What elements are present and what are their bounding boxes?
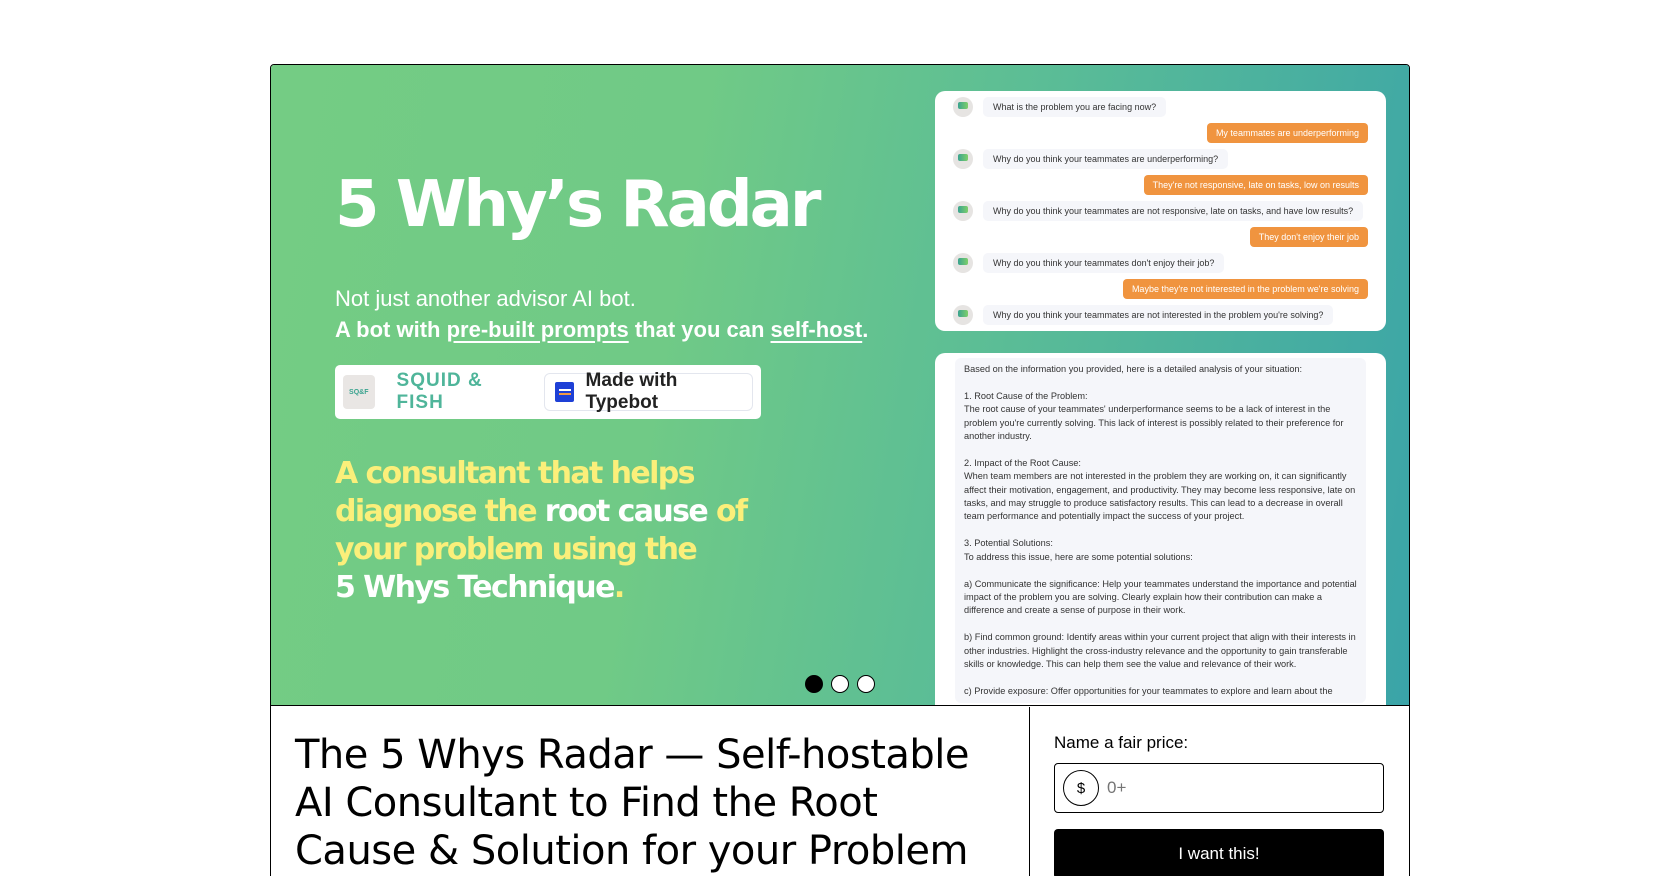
hero-tagline: A consultant that helps diagnose the roo… (335, 455, 815, 607)
chat-message-bot: What is the problem you are facing now? (953, 97, 1368, 117)
user-bubble: My teammates are underperforming (1206, 123, 1368, 143)
price-input[interactable] (1107, 778, 1367, 798)
chat-message-bot: Why do you think your teammates are not … (953, 305, 1368, 325)
brand-badge: SQ&F SQUID & FISH Made with Typebot (335, 365, 761, 419)
product-details: The 5 Whys Radar — Self-hostable AI Cons… (271, 707, 1409, 876)
self-host-text: self-host (770, 317, 863, 342)
user-bubble: They're not responsive, late on tasks, l… (1143, 175, 1368, 195)
user-bubble: They don't enjoy their job (1249, 227, 1368, 247)
product-title: The 5 Whys Radar — Self-hostable AI Cons… (295, 732, 970, 874)
price-label: Name a fair price: (1054, 733, 1189, 752)
i-want-this-button[interactable]: I want this! (1054, 829, 1384, 876)
prebuilt-prompts-text: pre-built prompts (446, 317, 629, 342)
made-with-typebot-badge: Made with Typebot (544, 370, 754, 413)
squid-fish-logo-icon: SQ&F (343, 375, 375, 409)
tagline-highlight: root cause (544, 494, 709, 529)
bot-avatar-icon (953, 149, 973, 169)
tagline-text: A consultant that helps diagnose the (335, 456, 695, 529)
tagline-text: of your problem using the (335, 494, 748, 567)
product-card: 5 Why’s Radar Not just another advisor A… (270, 64, 1410, 876)
bot-bubble: Why do you think your teammates are unde… (983, 149, 1229, 169)
bot-avatar-icon (953, 253, 973, 273)
carousel-dot-3[interactable] (857, 675, 875, 693)
tagline-text: . (613, 570, 625, 605)
chat-message-bot: Why do you think your teammates are unde… (953, 149, 1368, 169)
chat-preview-panel: What is the problem you are facing now? … (935, 91, 1386, 331)
subtitle-text: . (862, 317, 869, 342)
hero-carousel-slide: 5 Why’s Radar Not just another advisor A… (271, 65, 1409, 706)
hero-subtitle-line1: Not just another advisor AI bot. (335, 286, 636, 311)
dollar-icon: $ (1063, 770, 1099, 806)
tagline-highlight: 5 Whys Technique (335, 570, 615, 605)
chat-message-user: They don't enjoy their job (953, 227, 1368, 247)
hero-subtitle: Not just another advisor AI bot. A bot w… (335, 283, 868, 345)
chat-message-user: They're not responsive, late on tasks, l… (953, 175, 1368, 195)
bot-avatar-icon (953, 97, 973, 117)
chat-message-bot: Why do you think your teammates don't en… (953, 253, 1368, 273)
purchase-panel: Name a fair price: $ I want this! (1030, 707, 1409, 876)
bot-bubble: Why do you think your teammates don't en… (983, 253, 1225, 273)
bot-bubble: What is the problem you are facing now? (983, 97, 1167, 117)
typebot-icon (555, 382, 574, 402)
chat-message-user: Maybe they're not interested in the prob… (953, 279, 1368, 299)
hero-title: 5 Why’s Radar (335, 168, 821, 242)
bot-bubble: Why do you think your teammates are not … (983, 201, 1364, 221)
brand-name: SQUID & FISH (396, 370, 483, 413)
carousel-dot-2[interactable] (831, 675, 849, 693)
subtitle-text: that you can (628, 317, 771, 342)
chat-message-bot: Why do you think your teammates are not … (953, 201, 1368, 221)
user-bubble: Maybe they're not interested in the prob… (1122, 279, 1368, 299)
analysis-preview-panel: Based on the information you provided, h… (935, 353, 1386, 705)
logo-text: SQ&F (349, 388, 369, 396)
typebot-label: Made with Typebot (585, 370, 678, 413)
carousel-indicators (805, 675, 875, 693)
price-field[interactable]: $ (1054, 763, 1384, 813)
bot-bubble: Why do you think your teammates are not … (983, 305, 1334, 325)
chat-message-user: My teammates are underperforming (953, 123, 1368, 143)
bot-avatar-icon (953, 201, 973, 221)
column-divider (1029, 707, 1030, 876)
carousel-dot-1[interactable] (805, 675, 823, 693)
subtitle-text: A bot with (335, 317, 447, 342)
hero-subtitle-line2: A bot with pre-built prompts that you ca… (335, 314, 868, 345)
bot-avatar-icon (953, 305, 973, 325)
analysis-text: Based on the information you provided, h… (955, 358, 1366, 704)
